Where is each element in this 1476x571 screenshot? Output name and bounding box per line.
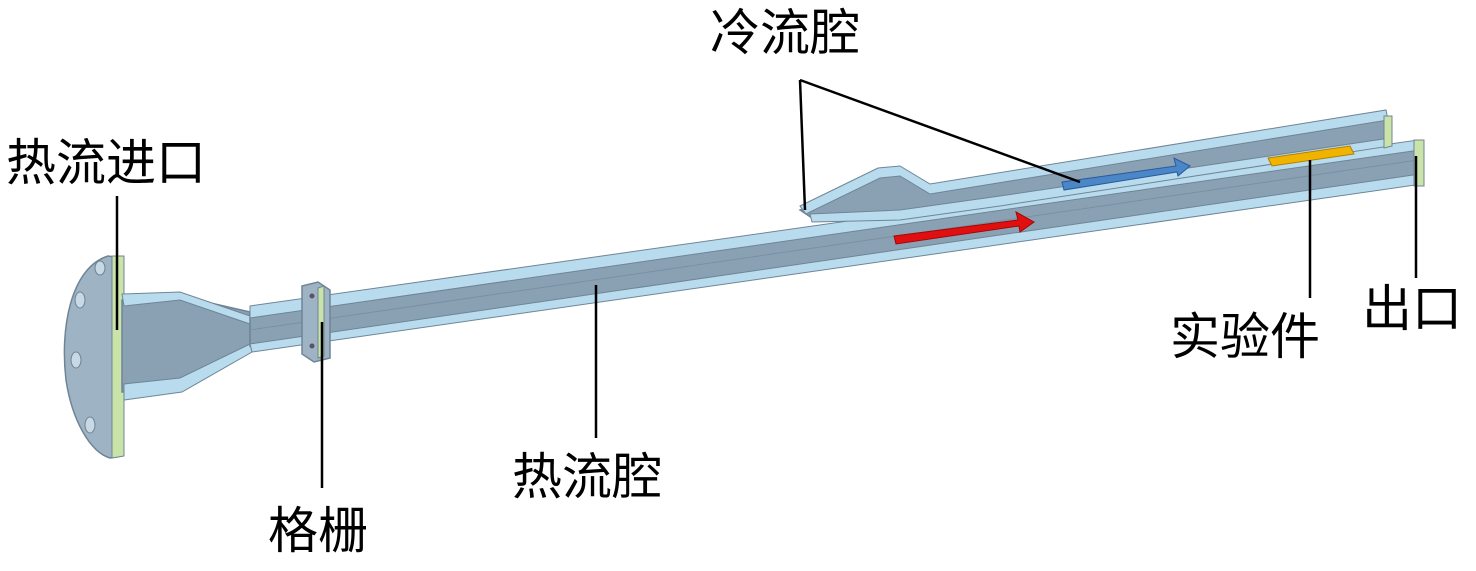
contraction-section	[121, 291, 253, 401]
label-hot-cavity: 热流腔	[512, 448, 662, 506]
label-cold-cavity: 冷流腔	[710, 4, 860, 62]
bolt-hole	[74, 291, 86, 309]
label-hot-inlet: 热流进口	[6, 134, 206, 192]
specimen-plate	[1267, 145, 1355, 167]
blue-flow-arrow-icon	[1061, 157, 1191, 191]
bolt-hole	[70, 351, 82, 369]
label-grid: 格栅	[268, 502, 368, 560]
label-specimen: 实验件	[1170, 308, 1320, 366]
bolt-hole	[84, 416, 96, 434]
label-outlet: 出口	[1362, 280, 1462, 338]
red-flow-arrow-icon	[893, 211, 1035, 245]
leader-cold-cavity-2	[799, 78, 1081, 184]
grid-plate	[301, 281, 331, 363]
bolt-hole	[94, 260, 106, 276]
inlet-flange	[63, 255, 125, 459]
cold-duct	[798, 109, 1393, 223]
leader-cold-cavity	[798, 79, 807, 211]
